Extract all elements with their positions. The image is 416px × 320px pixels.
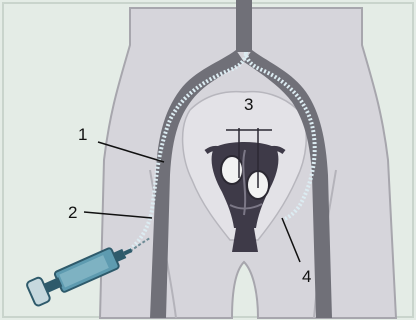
label-1: 1 (78, 125, 87, 144)
label-2: 2 (68, 203, 77, 222)
label-3: 3 (244, 95, 253, 114)
label-4: 4 (302, 267, 311, 286)
aorta (236, 0, 252, 52)
